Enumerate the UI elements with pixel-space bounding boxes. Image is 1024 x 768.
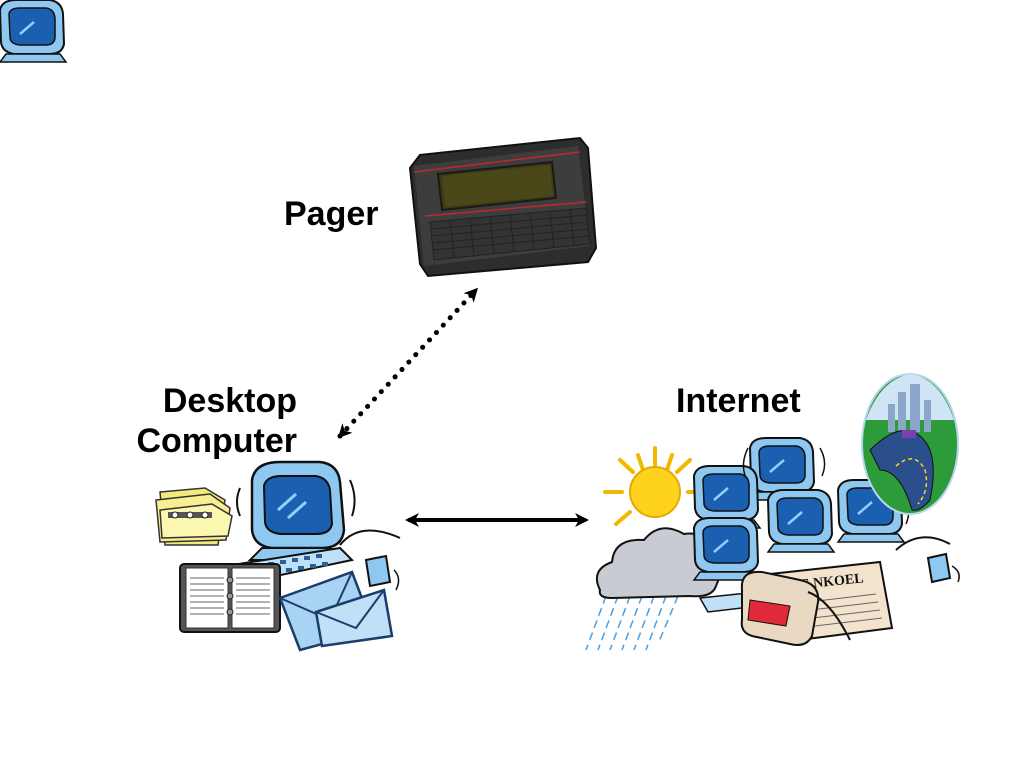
monitor-icon [236,460,356,561]
desktop-label-line1: Desktop [162,382,297,420]
mouse-icon [339,529,401,591]
internet-label: Internet [676,382,801,420]
envelope-icon [278,570,394,652]
pager-device-icon [408,136,598,278]
pager-label: Pager [284,195,379,233]
wireless-link-arrow [337,287,479,439]
internet-icon: KE NKOEL [0,0,960,651]
newspaper-icon: KE NKOEL [740,560,894,646]
sun-icon [603,446,707,526]
landscape-icon [861,373,959,515]
rain-icon [585,595,679,651]
desktop-computer-icon [155,460,401,652]
desktop-label-line2: Computer [136,422,297,460]
planner-icon [179,563,281,633]
desktop-computer-label: Desktop Computer [115,381,297,461]
files-icon [155,487,233,546]
